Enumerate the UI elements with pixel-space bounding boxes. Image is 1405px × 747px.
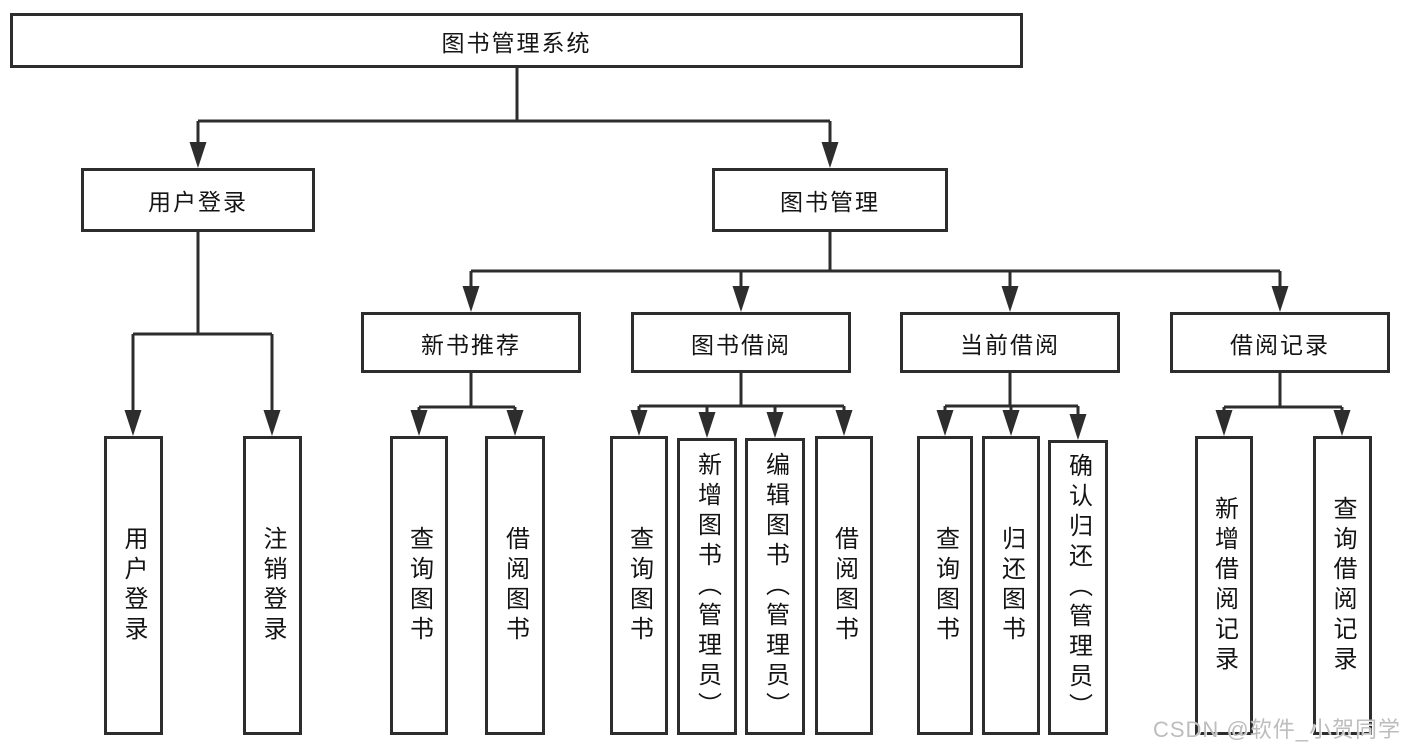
arrowhead-icon	[263, 410, 281, 436]
node-leaf-records-add-record: 新增借阅记录	[1195, 436, 1253, 735]
node-user-login: 用户登录	[81, 168, 315, 232]
arrowhead-icon	[821, 142, 839, 168]
arrowhead-icon	[732, 286, 750, 312]
node-book-borrowing: 图书借阅	[631, 312, 851, 373]
node-leaf-records-query-record: 查询借阅记录	[1313, 436, 1372, 735]
arrowhead-icon	[698, 412, 716, 438]
arrowhead-icon	[630, 410, 648, 436]
arrowhead-icon	[410, 410, 428, 436]
node-leaf-borrow-add-books-admin: 新增图书（管理员）	[677, 438, 737, 735]
arrowhead-icon	[936, 410, 954, 436]
arrowhead-icon	[189, 142, 207, 168]
arrowhead-icon	[766, 412, 784, 438]
node-book-management: 图书管理	[712, 168, 948, 232]
node-leaf-newbook-borrow-books: 借阅图书	[485, 436, 545, 735]
arrowhead-icon	[1069, 414, 1087, 440]
node-leaf-current-return-books: 归还图书	[982, 436, 1040, 735]
node-leaf-current-confirm-return-admin: 确认归还（管理员）	[1048, 440, 1108, 735]
node-leaf-user-login: 用户登录	[104, 436, 163, 735]
node-leaf-borrow-query-books: 查询图书	[610, 436, 668, 735]
arrowhead-icon	[1002, 410, 1020, 436]
node-root-system: 图书管理系统	[10, 13, 1023, 68]
node-leaf-borrow-edit-books-admin: 编辑图书（管理员）	[745, 438, 805, 735]
arrowhead-icon	[1333, 410, 1351, 436]
node-leaf-logout: 注销登录	[243, 436, 302, 735]
node-leaf-newbook-query-books: 查询图书	[390, 436, 448, 735]
node-leaf-borrow-borrow-books: 借阅图书	[815, 436, 873, 735]
arrowhead-icon	[506, 410, 524, 436]
node-leaf-current-query-books: 查询图书	[917, 436, 973, 735]
arrowhead-icon	[1271, 286, 1289, 312]
node-borrowing-records: 借阅记录	[1170, 312, 1390, 373]
arrowhead-icon	[462, 286, 480, 312]
node-current-borrowing: 当前借阅	[900, 312, 1120, 373]
csdn-watermark: CSDN @软件_小贺同学	[1152, 717, 1401, 742]
arrowhead-icon	[124, 410, 142, 436]
arrowhead-icon	[1001, 286, 1019, 312]
arrowhead-icon	[1215, 410, 1233, 436]
node-new-book-recommend: 新书推荐	[361, 312, 581, 373]
arrowhead-icon	[835, 410, 853, 436]
